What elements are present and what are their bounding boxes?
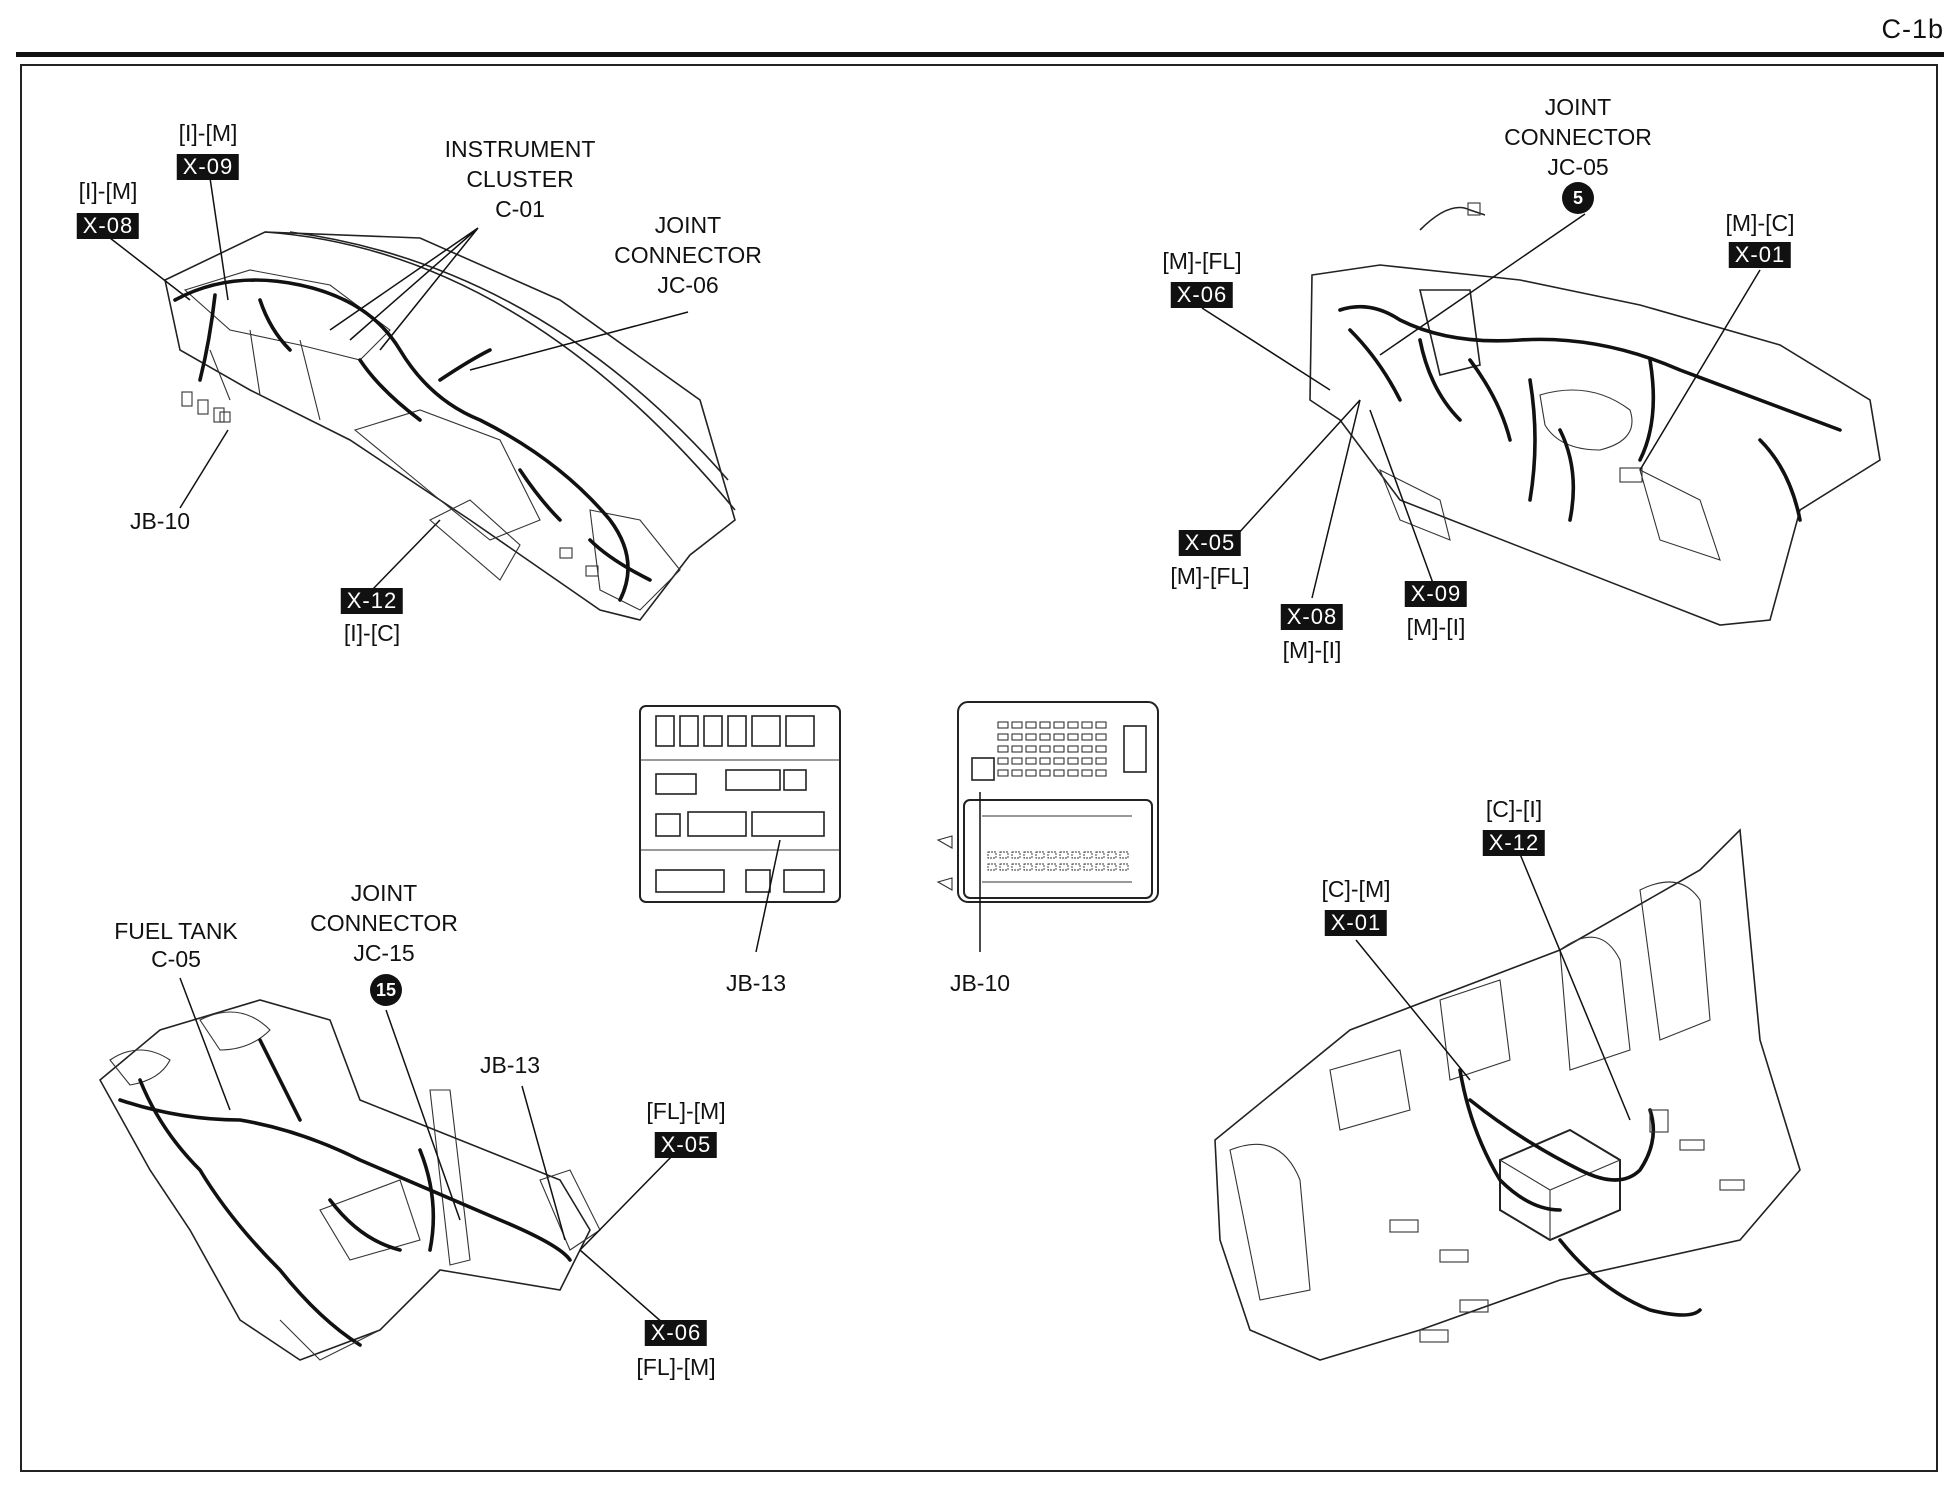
floor-left-x06-tag: X-06 — [644, 1320, 708, 1346]
dash-left-jc06-line2: CONNECTOR — [614, 242, 762, 268]
floor-left-jb13: JB-13 — [479, 1052, 541, 1078]
dash-right-x01-route: [M]-[C] — [1725, 210, 1795, 236]
dash-right-x01-tag: X-01 — [1728, 242, 1792, 268]
page-code: C-1b — [1881, 14, 1944, 44]
floor-left-jc15-line1: JOINT — [350, 880, 418, 906]
floor-left-jc15-number: 15 — [370, 974, 402, 1006]
dash-left-cluster-line1: INSTRUMENT — [444, 136, 596, 162]
console-right-x12-route: [C]-[I] — [1485, 796, 1543, 822]
dash-right-x05-tag: X-05 — [1178, 530, 1242, 556]
floor-left-x05-tag: X-05 — [654, 1132, 718, 1158]
dash-left-x08-tag: X-08 — [76, 213, 140, 239]
dash-right-x08-route: [M]-[I] — [1282, 637, 1342, 663]
dash-left-cluster-line2: CLUSTER — [466, 166, 574, 192]
dash-right-x09-tag: X-09 — [1404, 581, 1468, 607]
floor-left-x05-route: [FL]-[M] — [646, 1098, 726, 1124]
console-right-illustration — [1214, 828, 1801, 1361]
dash-left-x12-tag: X-12 — [340, 588, 404, 614]
floor-left-jc15-line3: JC-15 — [353, 940, 415, 966]
dash-left-jc06-line1: JOINT — [654, 212, 722, 238]
dash-left-cluster-line3: C-01 — [495, 196, 545, 222]
dash-right-x06-tag: X-06 — [1170, 282, 1234, 308]
console-right-x01-route: [C]-[M] — [1321, 876, 1391, 902]
dash-right-x05-route: [M]-[FL] — [1170, 563, 1250, 589]
dash-left-illustration — [164, 231, 736, 621]
console-right-x12-tag: X-12 — [1482, 830, 1546, 856]
floor-left-fuel-tank-line1: FUEL TANK — [114, 918, 238, 944]
jb10-label: JB-10 — [949, 970, 1011, 996]
dash-right-illustration — [1309, 202, 1881, 626]
floor-left-jc15-line2: CONNECTOR — [310, 910, 458, 936]
dash-left-x12-route: [I]-[C] — [343, 620, 401, 646]
dash-right-x06-route: [M]-[FL] — [1162, 248, 1242, 274]
dash-left-x09-route: [I]-[M] — [178, 120, 238, 146]
dash-left-x08-route: [I]-[M] — [78, 178, 138, 204]
jb13-label: JB-13 — [725, 970, 787, 996]
dash-left-jc06-line3: JC-06 — [657, 272, 719, 298]
console-right-x01-tag: X-01 — [1324, 910, 1388, 936]
diagram-frame — [20, 64, 1938, 1472]
jb13-illustration — [639, 705, 841, 903]
dash-right-x09-route: [M]-[I] — [1406, 614, 1466, 640]
dash-left-jb10: JB-10 — [129, 508, 191, 534]
header-rule — [16, 52, 1944, 57]
dash-right-jc05-line1: JOINT — [1544, 94, 1612, 120]
dash-right-jc05-line2: CONNECTOR — [1504, 124, 1652, 150]
leader-lines — [109, 177, 1761, 1325]
floor-left-fuel-tank-line2: C-05 — [151, 946, 201, 972]
floor-left-x06-route: [FL]-[M] — [636, 1354, 716, 1380]
dash-right-x08-tag: X-08 — [1280, 604, 1344, 630]
dash-left-x09-tag: X-09 — [176, 154, 240, 180]
jb10-illustration — [936, 701, 1159, 903]
dash-right-jc05-number: 5 — [1562, 182, 1594, 214]
dash-right-jc05-line3: JC-05 — [1547, 154, 1609, 180]
